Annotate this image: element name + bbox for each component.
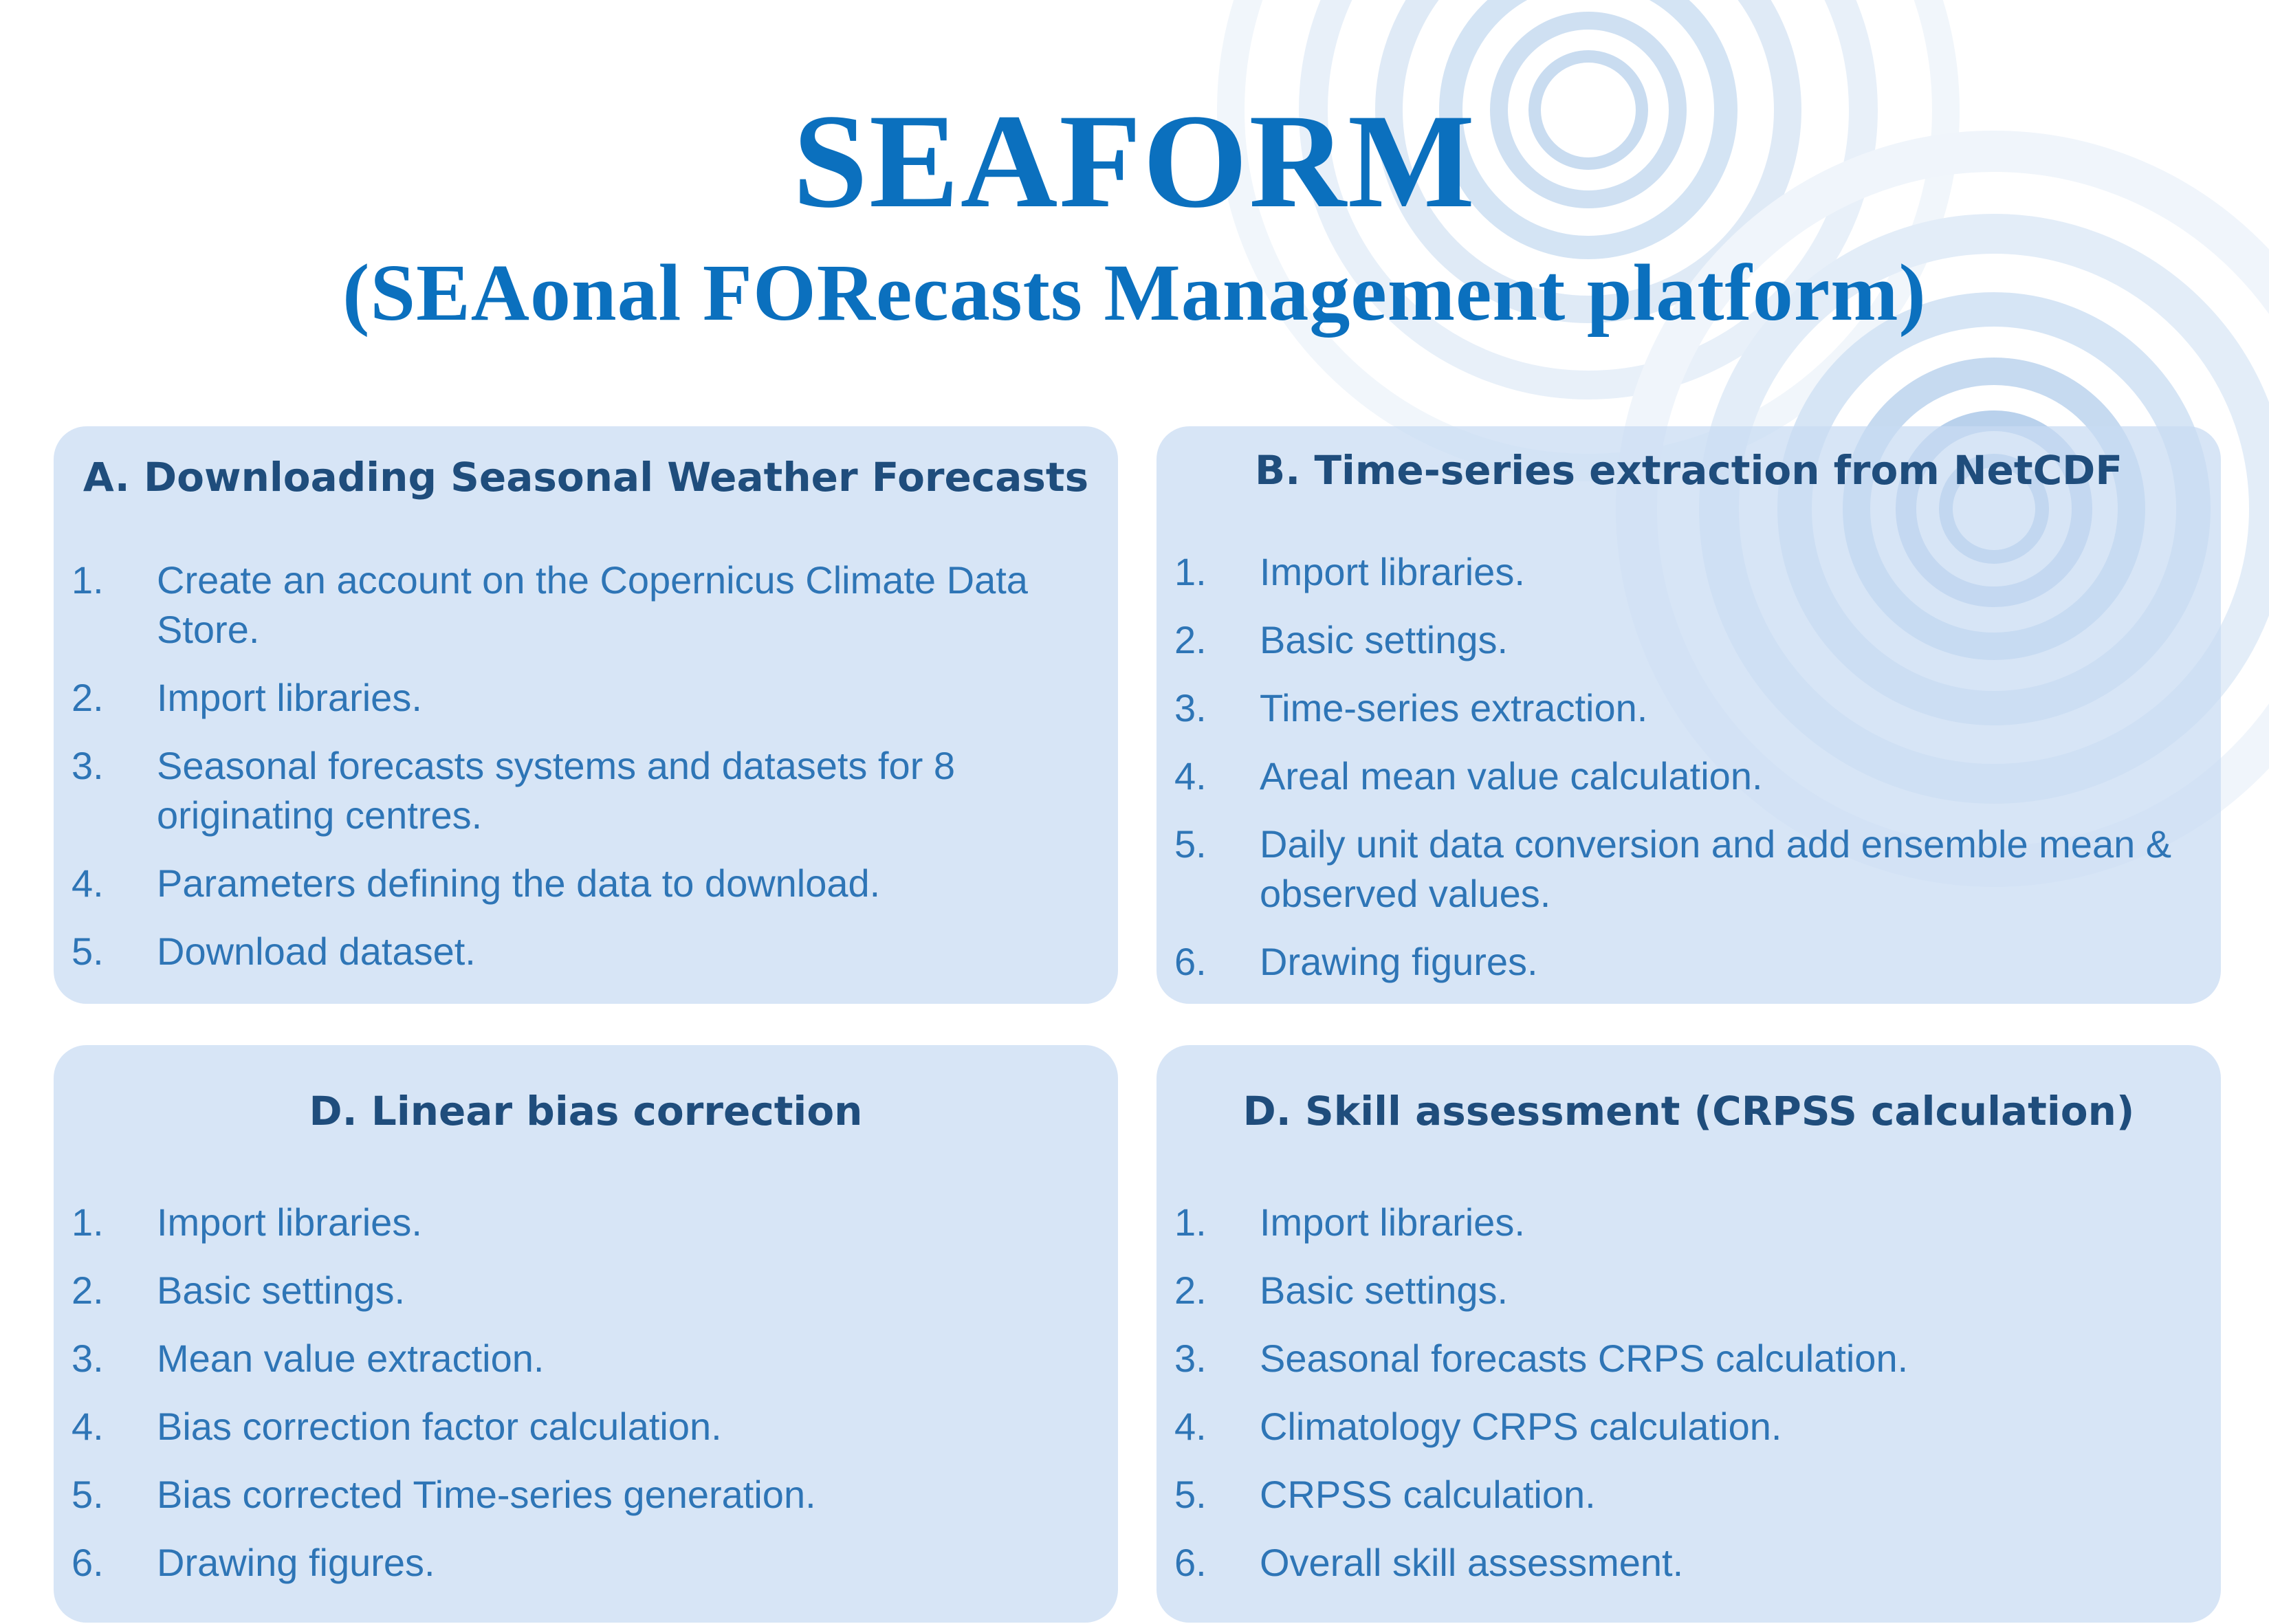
- step-text: Basic settings.: [1260, 618, 1509, 661]
- step-list: 1. Create an account on the Copernicus Cl…: [54, 556, 1118, 995]
- step-list: 1. Import libraries. 2. Basic settings. 3.…: [54, 1198, 1118, 1606]
- step-text: Bias corrected Time-series generation.: [157, 1473, 816, 1516]
- step-text: Parameters defining the data to download…: [157, 862, 881, 905]
- step-text: Drawing figures.: [1260, 940, 1538, 983]
- step-text: Climatology CRPS calculation.: [1260, 1405, 1782, 1448]
- step-number: 2.: [1174, 618, 1207, 661]
- list-item: 2. Basic settings.: [54, 1266, 1118, 1315]
- step-number: 4.: [72, 862, 104, 905]
- list-item: 6. Drawing figures.: [54, 1538, 1118, 1588]
- step-text: Basic settings.: [157, 1269, 406, 1312]
- step-text: Daily unit data conversion and add ensem…: [1260, 822, 2172, 915]
- panel-linear-bias-correction: D. Linear bias correction 1. Import libra…: [54, 1045, 1118, 1623]
- step-text: Time-series extraction.: [1260, 686, 1648, 729]
- panel-title: A. Downloading Seasonal Weather Forecast…: [83, 454, 1089, 501]
- step-text: Download dataset.: [157, 930, 476, 973]
- list-item: 5. Download dataset.: [54, 927, 1118, 976]
- list-item: 4. Climatology CRPS calculation.: [1157, 1402, 2221, 1451]
- step-number: 3.: [72, 744, 104, 787]
- list-item: 1. Import libraries.: [1157, 1198, 2221, 1247]
- step-text: Import libraries.: [1260, 1200, 1525, 1244]
- panel-time-series-extraction: B. Time-series extraction from NetCDF 1.…: [1157, 426, 2221, 1004]
- step-text: Areal mean value calculation.: [1260, 754, 1763, 798]
- step-text: Import libraries.: [157, 676, 422, 719]
- step-text: Overall skill assessment.: [1260, 1541, 1684, 1584]
- step-number: 1.: [1174, 550, 1207, 593]
- list-item: 2. Basic settings.: [1157, 1266, 2221, 1315]
- list-item: 1. Import libraries.: [1157, 547, 2221, 597]
- panel-downloading-forecasts: A. Downloading Seasonal Weather Forecast…: [54, 426, 1118, 1004]
- step-number: 2.: [72, 1269, 104, 1312]
- list-item: 5. Daily unit data conversion and add ens…: [1157, 820, 2221, 919]
- list-item: 3. Time-series extraction.: [1157, 683, 2221, 733]
- list-item: 4. Bias correction factor calculation.: [54, 1402, 1118, 1451]
- step-text: Drawing figures.: [157, 1541, 435, 1584]
- panel-skill-assessment: D. Skill assessment (CRPSS calculation) …: [1157, 1045, 2221, 1623]
- list-item: 3. Seasonal forecasts systems and dataset…: [54, 741, 1118, 840]
- step-text: Bias correction factor calculation.: [157, 1405, 722, 1448]
- step-text: Import libraries.: [1260, 550, 1525, 593]
- list-item: 5. Bias corrected Time-series generation.: [54, 1470, 1118, 1519]
- step-text: CRPSS calculation.: [1260, 1473, 1596, 1516]
- step-number: 4.: [1174, 754, 1207, 798]
- step-number: 1.: [1174, 1200, 1207, 1244]
- step-text: Seasonal forecasts systems and datasets …: [157, 744, 956, 837]
- step-text: Seasonal forecasts CRPS calculation.: [1260, 1337, 1909, 1380]
- step-number: 4.: [72, 1405, 104, 1448]
- list-item: 1. Create an account on the Copernicus Cl…: [54, 556, 1118, 655]
- page-subtitle: (SEAonal FORecasts Management platform): [342, 248, 1927, 338]
- step-list: 1. Import libraries. 2. Basic settings. 3.…: [1157, 1198, 2221, 1606]
- step-number: 3.: [1174, 1337, 1207, 1380]
- step-number: 6.: [1174, 940, 1207, 983]
- step-number: 6.: [1174, 1541, 1207, 1584]
- step-number: 3.: [72, 1337, 104, 1380]
- list-item: 3. Seasonal forecasts CRPS calculation.: [1157, 1334, 2221, 1383]
- step-list: 1. Import libraries. 2. Basic settings. 3.…: [1157, 547, 2221, 1005]
- list-item: 6. Overall skill assessment.: [1157, 1538, 2221, 1588]
- step-number: 5.: [72, 1473, 104, 1516]
- list-item: 5. CRPSS calculation.: [1157, 1470, 2221, 1519]
- step-text: Mean value extraction.: [157, 1337, 545, 1380]
- list-item: 2. Basic settings.: [1157, 615, 2221, 665]
- step-number: 6.: [72, 1541, 104, 1584]
- step-number: 2.: [1174, 1269, 1207, 1312]
- step-number: 2.: [72, 676, 104, 719]
- step-text: Import libraries.: [157, 1200, 422, 1244]
- list-item: 6. Drawing figures.: [1157, 937, 2221, 987]
- step-number: 5.: [72, 930, 104, 973]
- panel-title: D. Skill assessment (CRPSS calculation): [1242, 1088, 2135, 1134]
- list-item: 4. Parameters defining the data to downlo…: [54, 859, 1118, 908]
- step-text: Create an account on the Copernicus Clim…: [157, 558, 1028, 651]
- list-item: 4. Areal mean value calculation.: [1157, 751, 2221, 801]
- step-number: 5.: [1174, 822, 1207, 866]
- panel-title: D. Linear bias correction: [309, 1088, 863, 1134]
- step-number: 3.: [1174, 686, 1207, 729]
- page-title: SEAFORM: [793, 87, 1476, 236]
- step-number: 1.: [72, 1200, 104, 1244]
- step-text: Basic settings.: [1260, 1269, 1509, 1312]
- list-item: 2. Import libraries.: [54, 673, 1118, 723]
- panel-title: B. Time-series extraction from NetCDF: [1255, 447, 2123, 494]
- step-number: 5.: [1174, 1473, 1207, 1516]
- list-item: 3. Mean value extraction.: [54, 1334, 1118, 1383]
- step-number: 1.: [72, 558, 104, 602]
- step-number: 4.: [1174, 1405, 1207, 1448]
- list-item: 1. Import libraries.: [54, 1198, 1118, 1247]
